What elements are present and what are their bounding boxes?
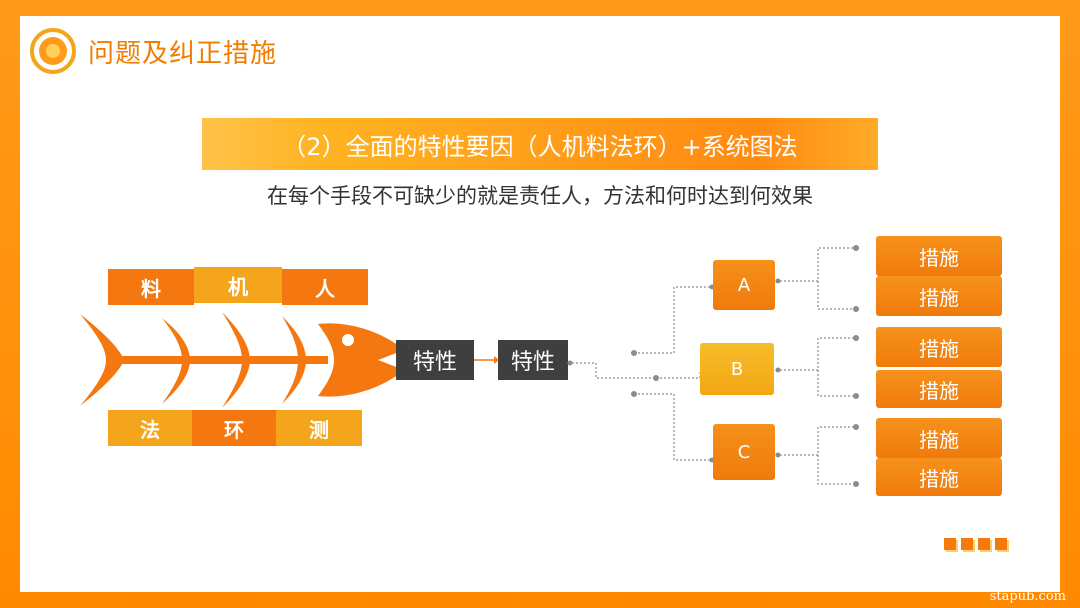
tree-node-a: A — [713, 260, 775, 310]
tree-node-c: C — [713, 424, 775, 480]
factor-method: 法 — [108, 410, 192, 446]
decorative-squares — [944, 538, 1007, 550]
measure-box-c1: 措施 — [876, 418, 1002, 458]
factor-machine: 机 — [194, 267, 282, 303]
measure-box-b1: 措施 — [876, 327, 1002, 367]
fishbone-skeleton-icon — [80, 312, 404, 408]
ring-logo-icon — [30, 28, 76, 74]
measure-box-a2: 措施 — [876, 276, 1002, 316]
characteristic-box-1: 特性 — [396, 340, 474, 380]
characteristic-box-2: 特性 — [498, 340, 568, 380]
page-title: 问题及纠正措施 — [88, 39, 278, 69]
description-text: 在每个手段不可缺少的就是责任人，方法和何时达到何效果 — [267, 184, 813, 208]
tree-node-b: B — [700, 343, 774, 395]
measure-box-a1: 措施 — [876, 236, 1002, 276]
measure-box-c2: 措施 — [876, 458, 1002, 496]
measure-box-b2: 措施 — [876, 370, 1002, 408]
factor-material: 料 — [108, 269, 194, 305]
watermark-text: stapub.com — [989, 589, 1066, 604]
factor-measurement: 测 — [276, 410, 362, 446]
section-banner: （2）全面的特性要因（人机料法环）+系统图法 — [202, 118, 878, 170]
factor-man: 人 — [282, 269, 368, 305]
factor-environment: 环 — [192, 410, 276, 446]
